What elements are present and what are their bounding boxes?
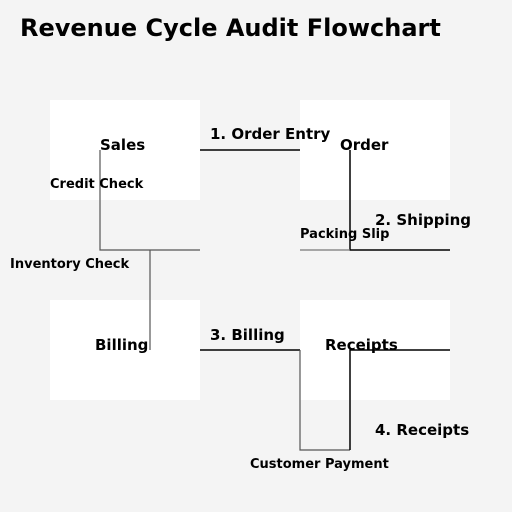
order-node-box: [300, 100, 450, 200]
credit-check-label: Credit Check: [50, 177, 144, 192]
credit-check-connector: [99, 150, 200, 251]
receipts-step-label: 4. Receipts: [375, 421, 470, 439]
inventory-check-label: Inventory Check: [10, 257, 130, 272]
billing-step-label: 3. Billing: [210, 326, 285, 344]
customer-payment-connector: [299, 350, 350, 451]
sales-node-label: Sales: [100, 136, 146, 154]
packing-slip-label: Packing Slip: [300, 227, 390, 242]
shipping-step-label: 2. Shipping: [375, 211, 472, 229]
page-title: Revenue Cycle Audit Flowchart: [20, 14, 441, 42]
receipts-connector: [349, 349, 450, 450]
customer-payment-label: Customer Payment: [250, 457, 389, 472]
order-node-label: Order: [340, 136, 389, 154]
sales-node-box: [50, 100, 200, 200]
billing-node-label: Billing: [95, 336, 149, 354]
billing-node-box: [50, 300, 200, 400]
order-entry-step-label: 1. Order Entry: [210, 125, 331, 143]
receipts-node-label: Receipts: [325, 336, 398, 354]
